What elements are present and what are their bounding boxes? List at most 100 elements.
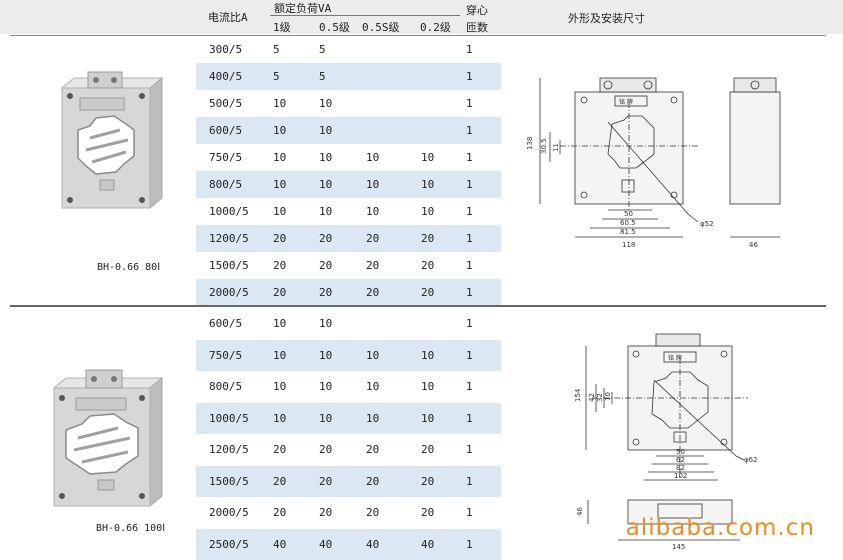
cell-class-05s: 20 [366, 279, 379, 306]
dim-height-80: 138 [526, 137, 534, 150]
cell-class-02: 10 [421, 144, 434, 171]
header-load-underline [270, 15, 460, 16]
cell-class-05s: 40 [366, 529, 379, 560]
cell-class-02: 20 [421, 466, 434, 498]
cell-class-05s: 10 [366, 171, 379, 198]
cell-class-05: 5 [319, 63, 326, 90]
cell-ratio: 300/5 [209, 36, 242, 63]
cell-class-02: 20 [421, 434, 434, 466]
cell-class-1: 5 [273, 63, 280, 90]
dim-h4-100: 10 [604, 392, 612, 401]
dim-dia-80: φ52 [700, 220, 714, 228]
cell-class-05: 20 [319, 252, 332, 279]
dim-h2-100: 42 [588, 393, 596, 402]
cell-class-1: 20 [273, 466, 286, 498]
dim-h2-80: 30.5 [540, 138, 548, 154]
cell-class-1: 5 [273, 36, 280, 63]
cell-turns: 1 [466, 403, 473, 435]
table-row: 600/5 10 10 1 [196, 308, 501, 340]
cell-turns: 1 [466, 117, 473, 144]
cell-turns: 1 [466, 279, 473, 306]
cell-turns: 1 [466, 308, 473, 340]
cell-class-05s: 10 [366, 340, 379, 372]
cell-class-05: 10 [319, 198, 332, 225]
cell-turns: 1 [466, 497, 473, 529]
dim-h3-80: 11 [552, 143, 560, 152]
cell-class-05s: 20 [366, 466, 379, 498]
cell-class-05s: 10 [366, 403, 379, 435]
cell-class-1: 20 [273, 279, 286, 306]
dim-w2-80: 60.5 [620, 219, 636, 227]
cell-class-1: 20 [273, 252, 286, 279]
product-photo-80 [50, 70, 170, 224]
cell-class-05s: 10 [366, 144, 379, 171]
dim-w1-80: 50 [624, 210, 633, 218]
cell-class-02: 20 [421, 252, 434, 279]
cell-class-02: 20 [421, 225, 434, 252]
cell-class-1: 20 [273, 497, 286, 529]
cell-class-05s: 20 [366, 497, 379, 529]
cell-class-1: 10 [273, 308, 286, 340]
cell-class-05: 10 [319, 340, 332, 372]
header-class-1: 1级 [273, 19, 291, 35]
cell-class-1: 10 [273, 171, 286, 198]
cell-class-02: 10 [421, 198, 434, 225]
cell-ratio: 750/5 [209, 340, 242, 372]
cell-ratio: 1200/5 [209, 434, 249, 466]
cell-class-02: 10 [421, 403, 434, 435]
cell-turns: 1 [466, 252, 473, 279]
cell-class-05: 10 [319, 371, 332, 403]
cell-class-1: 10 [273, 117, 286, 144]
cell-ratio: 400/5 [209, 63, 242, 90]
dim-side-h-100: 46 [576, 507, 584, 516]
dim-w2-100: 62 [676, 456, 685, 464]
cell-turns: 1 [466, 434, 473, 466]
cell-class-1: 20 [273, 225, 286, 252]
cell-ratio: 1000/5 [209, 403, 249, 435]
cell-turns: 1 [466, 340, 473, 372]
cell-class-05s: 10 [366, 198, 379, 225]
dim-depth-80: 46 [749, 241, 758, 249]
nameplate-80: 铭 牌 [619, 98, 633, 106]
cell-ratio: 750/5 [209, 144, 242, 171]
cell-class-05: 10 [319, 308, 332, 340]
cell-turns: 1 [466, 171, 473, 198]
cell-class-1: 10 [273, 90, 286, 117]
cell-class-1: 10 [273, 144, 286, 171]
dim-w4-80: 118 [622, 241, 635, 249]
cell-ratio: 2000/5 [209, 497, 249, 529]
cell-class-1: 20 [273, 434, 286, 466]
cell-class-1: 40 [273, 529, 286, 560]
header-dims: 外形及安装尺寸 [568, 10, 645, 26]
cell-turns: 1 [466, 36, 473, 63]
header-ratio: 电流比A [208, 9, 248, 25]
cell-ratio: 1000/5 [209, 198, 249, 225]
cell-ratio: 600/5 [209, 308, 242, 340]
header-class-05s: 0.5S级 [362, 19, 400, 35]
cell-class-1: 10 [273, 403, 286, 435]
cell-class-05: 10 [319, 117, 332, 144]
cell-class-02: 10 [421, 340, 434, 372]
cell-ratio: 1500/5 [209, 466, 249, 498]
cell-class-02: 10 [421, 371, 434, 403]
model-label-80: BH-0.66 80Ⅰ [97, 262, 160, 273]
cell-class-1: 10 [273, 198, 286, 225]
cell-class-02: 10 [421, 171, 434, 198]
cell-class-05: 20 [319, 497, 332, 529]
watermark: alibaba.com.cn [626, 515, 815, 541]
cell-class-05: 10 [319, 90, 332, 117]
dim-w4-100: 102 [674, 472, 687, 480]
cell-turns: 1 [466, 371, 473, 403]
header-class-05: 0.5级 [319, 19, 350, 35]
cell-class-02: 40 [421, 529, 434, 560]
